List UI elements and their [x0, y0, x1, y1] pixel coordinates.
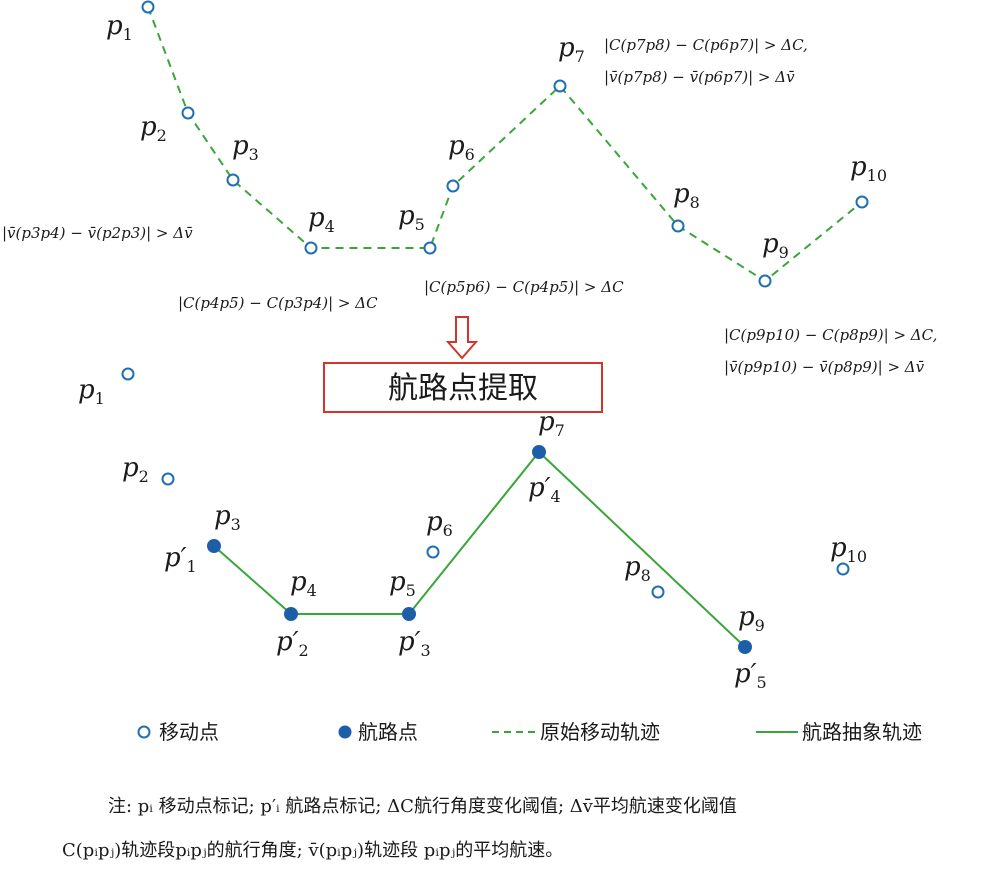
note-line-1: 注: pᵢ 移动点标记; p′ᵢ 航路点标记; ΔC航行角度变化阈值; Δv̄平…: [108, 796, 737, 817]
bottom-label-p1: p1: [78, 375, 105, 408]
top-label-p1: p1: [106, 11, 133, 44]
waypoint-p9: [738, 640, 752, 654]
top-point-p1: [141, 0, 155, 14]
bottom-label-p6: p6: [426, 507, 453, 540]
legend-waypoint-symbol: [338, 725, 352, 739]
bottom-label-pp1: p′1: [164, 543, 197, 576]
top-label-p10: p10: [850, 152, 887, 185]
condition-p7-line1: |C(p7p8) − C(p6p7)| > ΔC,: [604, 36, 808, 54]
waypoint-p4: [284, 607, 298, 621]
bottom-label-p9: p9: [738, 602, 765, 635]
bottom-label-pp5: p′5: [734, 659, 767, 692]
condition-p7-line2: |v̄(p7p8) − v̄(p6p7)| > Δv̄: [604, 68, 795, 86]
bottom-label-p8: p8: [624, 552, 651, 585]
bottom-point-p10: [836, 562, 850, 576]
bottom-waypoints: [207, 445, 752, 654]
waypoint-p7: [532, 445, 546, 459]
bottom-point-p1: [121, 367, 135, 381]
legend-abstract-track-label: 航路抽象轨迹: [802, 720, 922, 744]
legend: 移动点 航路点 原始移动轨迹 航路抽象轨迹: [137, 720, 922, 744]
legend-waypoint-label: 航路点: [358, 720, 418, 744]
condition-p9-line2: |v̄(p9p10) − v̄(p8p9)| > Δv̄: [724, 358, 925, 376]
process-box: [323, 362, 603, 413]
condition-p6: |C(p5p6) − C(p4p5)| > ΔC: [424, 278, 624, 296]
original-track-line: [147, 6, 863, 283]
condition-p9-line1: |C(p9p10) − C(p8p9)| > ΔC,: [724, 326, 937, 344]
legend-move-point-symbol: [137, 725, 151, 739]
top-point-p3: [226, 173, 240, 187]
top-label-p2: p2: [140, 112, 167, 145]
top-point-p4: [304, 241, 318, 255]
waypoint-p5: [402, 607, 416, 621]
top-label-p6: p6: [448, 131, 475, 164]
top-point-p5: [423, 241, 437, 255]
bottom-label-p2: p2: [122, 453, 149, 486]
legend-original-track-label: 原始移动轨迹: [540, 720, 660, 744]
bottom-label-pp2: p′2: [276, 627, 309, 660]
top-label-p4: p4: [308, 203, 335, 236]
top-label-p3: p3: [232, 131, 259, 164]
top-label-p7: p7: [558, 33, 585, 66]
process-down-arrow: [445, 316, 479, 360]
bottom-move-points: [121, 367, 850, 599]
top-label-p9: p9: [762, 229, 789, 262]
condition-p4: |v̄(p3p4) − v̄(p2p3)| > Δv̄: [2, 224, 193, 242]
bottom-label-pp3: p′3: [398, 627, 431, 660]
top-label-p8: p8: [673, 179, 700, 212]
note-line-2: C(pᵢpⱼ)轨迹段pᵢpⱼ的航行角度; v̄(pᵢpⱼ)轨迹段 pᵢpⱼ的平均…: [62, 840, 563, 861]
top-point-p9: [758, 274, 772, 288]
top-point-p2: [181, 106, 195, 120]
top-point-p8: [671, 219, 685, 233]
bottom-point-p2: [161, 472, 175, 486]
bottom-point-p6: [426, 545, 440, 559]
legend-move-point-label: 移动点: [159, 720, 219, 744]
bottom-label-p5: p5: [389, 567, 416, 600]
top-point-p6: [446, 179, 460, 193]
bottom-label-p4: p4: [290, 567, 317, 600]
bottom-label-p7: p7: [538, 407, 565, 440]
condition-p5: |C(p4p5) − C(p3p4)| > ΔC: [178, 294, 378, 312]
bottom-point-p8: [651, 585, 665, 599]
top-move-points: [141, 0, 869, 288]
bottom-label-pp4: p′4: [528, 473, 561, 506]
bottom-label-p10: p10: [830, 533, 867, 566]
process-box-label: 航路点提取: [388, 371, 538, 406]
waypoint-p3: [207, 539, 221, 553]
top-point-p7: [553, 79, 567, 93]
top-point-p10: [855, 195, 869, 209]
top-label-p5: p5: [398, 201, 425, 234]
bottom-label-p3: p3: [214, 501, 241, 534]
